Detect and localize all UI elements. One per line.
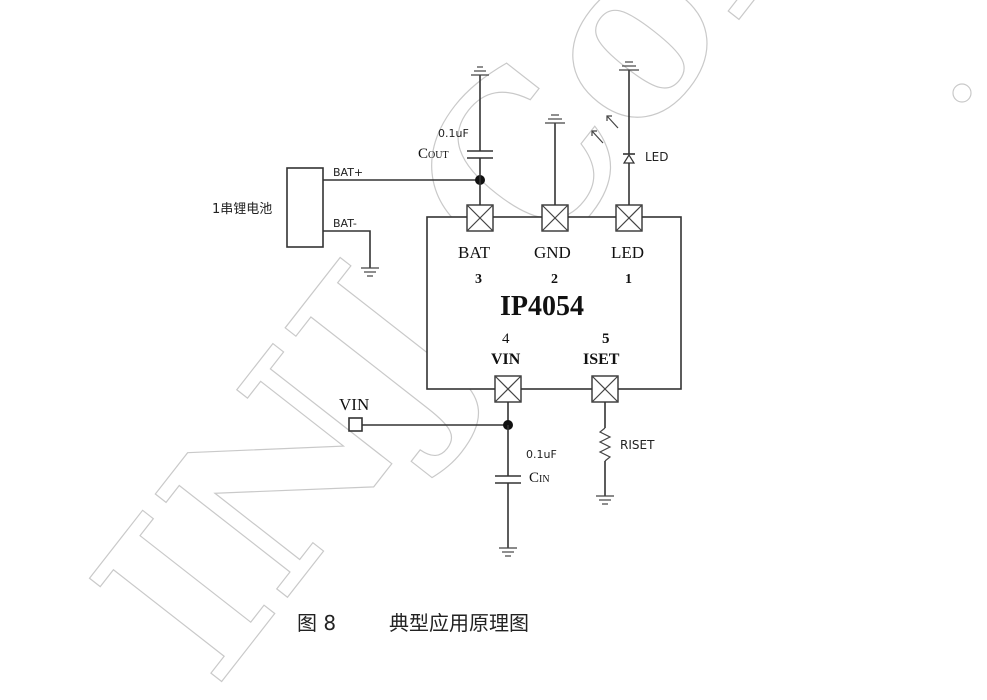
watermark-dot [952, 83, 972, 103]
bat-plus-label: BAT+ [333, 166, 363, 179]
cout-capacitor: 0.1uF COUT [418, 66, 493, 180]
caption-figure-number: 图 8 [297, 611, 336, 635]
riset-resistor: RISET [596, 402, 655, 505]
light-arrows [591, 115, 619, 144]
pin-gnd: GND 2 [534, 204, 571, 287]
vin-input-label: VIN [339, 395, 369, 414]
cin-value: 0.1uF [526, 448, 557, 461]
ground-symbol [619, 61, 639, 71]
battery-label: 1串锂电池 [212, 202, 272, 217]
cin-label-main: C [529, 470, 539, 486]
pin-gnd-number: 2 [551, 272, 558, 287]
battery: 1串锂电池 BAT+ BAT- [212, 166, 480, 277]
ground-symbol [361, 267, 379, 277]
pin-iset: 5 ISET [583, 331, 620, 403]
pin-bat: BAT 3 [458, 204, 494, 287]
caption-title: 典型应用原理图 [389, 611, 529, 635]
pin-vin: 4 VIN [491, 331, 522, 403]
pin-led: LED 1 [611, 204, 644, 287]
cout-value: 0.1uF [438, 127, 469, 140]
gnd-connection [545, 114, 565, 205]
led-label: LED [645, 150, 669, 164]
ground-symbol [596, 495, 614, 505]
vin-input: VIN [339, 395, 513, 432]
pin-bat-name: BAT [458, 243, 491, 262]
vin-terminal [348, 417, 363, 432]
led-diode [622, 153, 636, 164]
pin-led-name: LED [611, 243, 644, 262]
cout-label-sub: OUT [428, 150, 449, 161]
pin-iset-name: ISET [583, 351, 620, 368]
pin-gnd-name: GND [534, 243, 571, 262]
riset-label: RISET [620, 438, 655, 452]
ip4054-chip: IP4054 BAT 3 GND 2 LED 1 4 VIN [426, 204, 682, 403]
pin-vin-name: VIN [491, 351, 521, 368]
chip-name: IP4054 [500, 291, 584, 322]
battery-body [286, 167, 324, 248]
cout-label-main: C [418, 146, 428, 162]
cin-label-sub: IN [539, 474, 550, 485]
ground-symbol [499, 547, 517, 557]
ground-symbol [471, 66, 489, 76]
bat-minus-label: BAT- [333, 217, 357, 230]
pin-vin-number: 4 [502, 331, 510, 347]
cout-label: COUT [418, 146, 449, 162]
figure-caption: 图 8 典型应用原理图 [297, 611, 529, 635]
chip-body [426, 216, 682, 390]
cin-label: CIN [529, 470, 550, 486]
cin-capacitor: 0.1uF CIN [495, 425, 557, 557]
led-indicator: LED [591, 61, 669, 205]
pin-iset-number: 5 [602, 331, 610, 347]
pin-bat-number: 3 [475, 272, 482, 287]
pin-led-number: 1 [625, 272, 632, 287]
